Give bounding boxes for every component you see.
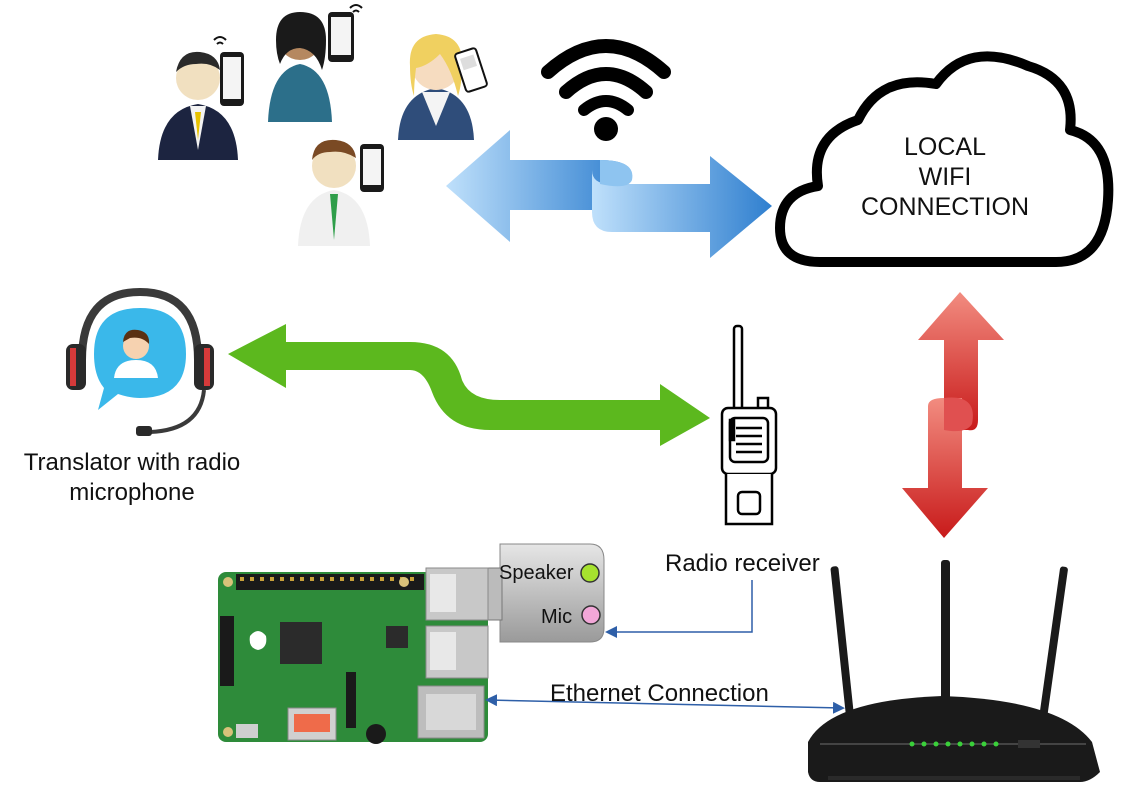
red-double-arrow bbox=[902, 292, 1004, 538]
radio-receiver-label: Radio receiver bbox=[665, 550, 820, 577]
blue-double-arrow bbox=[446, 130, 772, 258]
speaker-label: Speaker bbox=[499, 562, 574, 584]
mic-jack-icon bbox=[581, 605, 601, 625]
cloud-label-line1: LOCAL bbox=[904, 133, 986, 161]
translator-label-line2: microphone bbox=[69, 479, 195, 506]
radio-to-mic-line bbox=[605, 580, 753, 638]
wifi-icon bbox=[541, 39, 671, 141]
person-woman-blonde-icon bbox=[398, 34, 488, 140]
person-woman-dark-icon bbox=[268, 4, 363, 122]
ethernet-connection-line bbox=[485, 694, 845, 714]
usb-sound-card bbox=[485, 543, 605, 643]
green-double-arrow bbox=[228, 324, 710, 446]
wifi-router-icon bbox=[808, 560, 1100, 782]
person-businessman-icon bbox=[158, 36, 244, 160]
translator-label-line1: Translator with radio bbox=[23, 449, 241, 476]
person-man-green-tie-icon bbox=[298, 139, 384, 246]
cloud-label-line2: WIFI bbox=[918, 163, 972, 191]
cloud-label-line3: CONNECTION bbox=[860, 193, 1030, 221]
local-wifi-cloud bbox=[775, 51, 1114, 267]
mic-label: Mic bbox=[541, 606, 573, 628]
ethernet-label: Ethernet Connection bbox=[550, 680, 769, 707]
raspberry-pi-board bbox=[218, 567, 489, 744]
translator-label: Translator with radio microphone bbox=[0, 448, 264, 508]
speaker-jack-icon bbox=[580, 563, 600, 583]
radio-receiver-icon bbox=[720, 324, 778, 526]
cloud-label: LOCAL WIFI CONNECTION bbox=[830, 132, 1060, 222]
translator-headset-icon bbox=[66, 287, 214, 436]
